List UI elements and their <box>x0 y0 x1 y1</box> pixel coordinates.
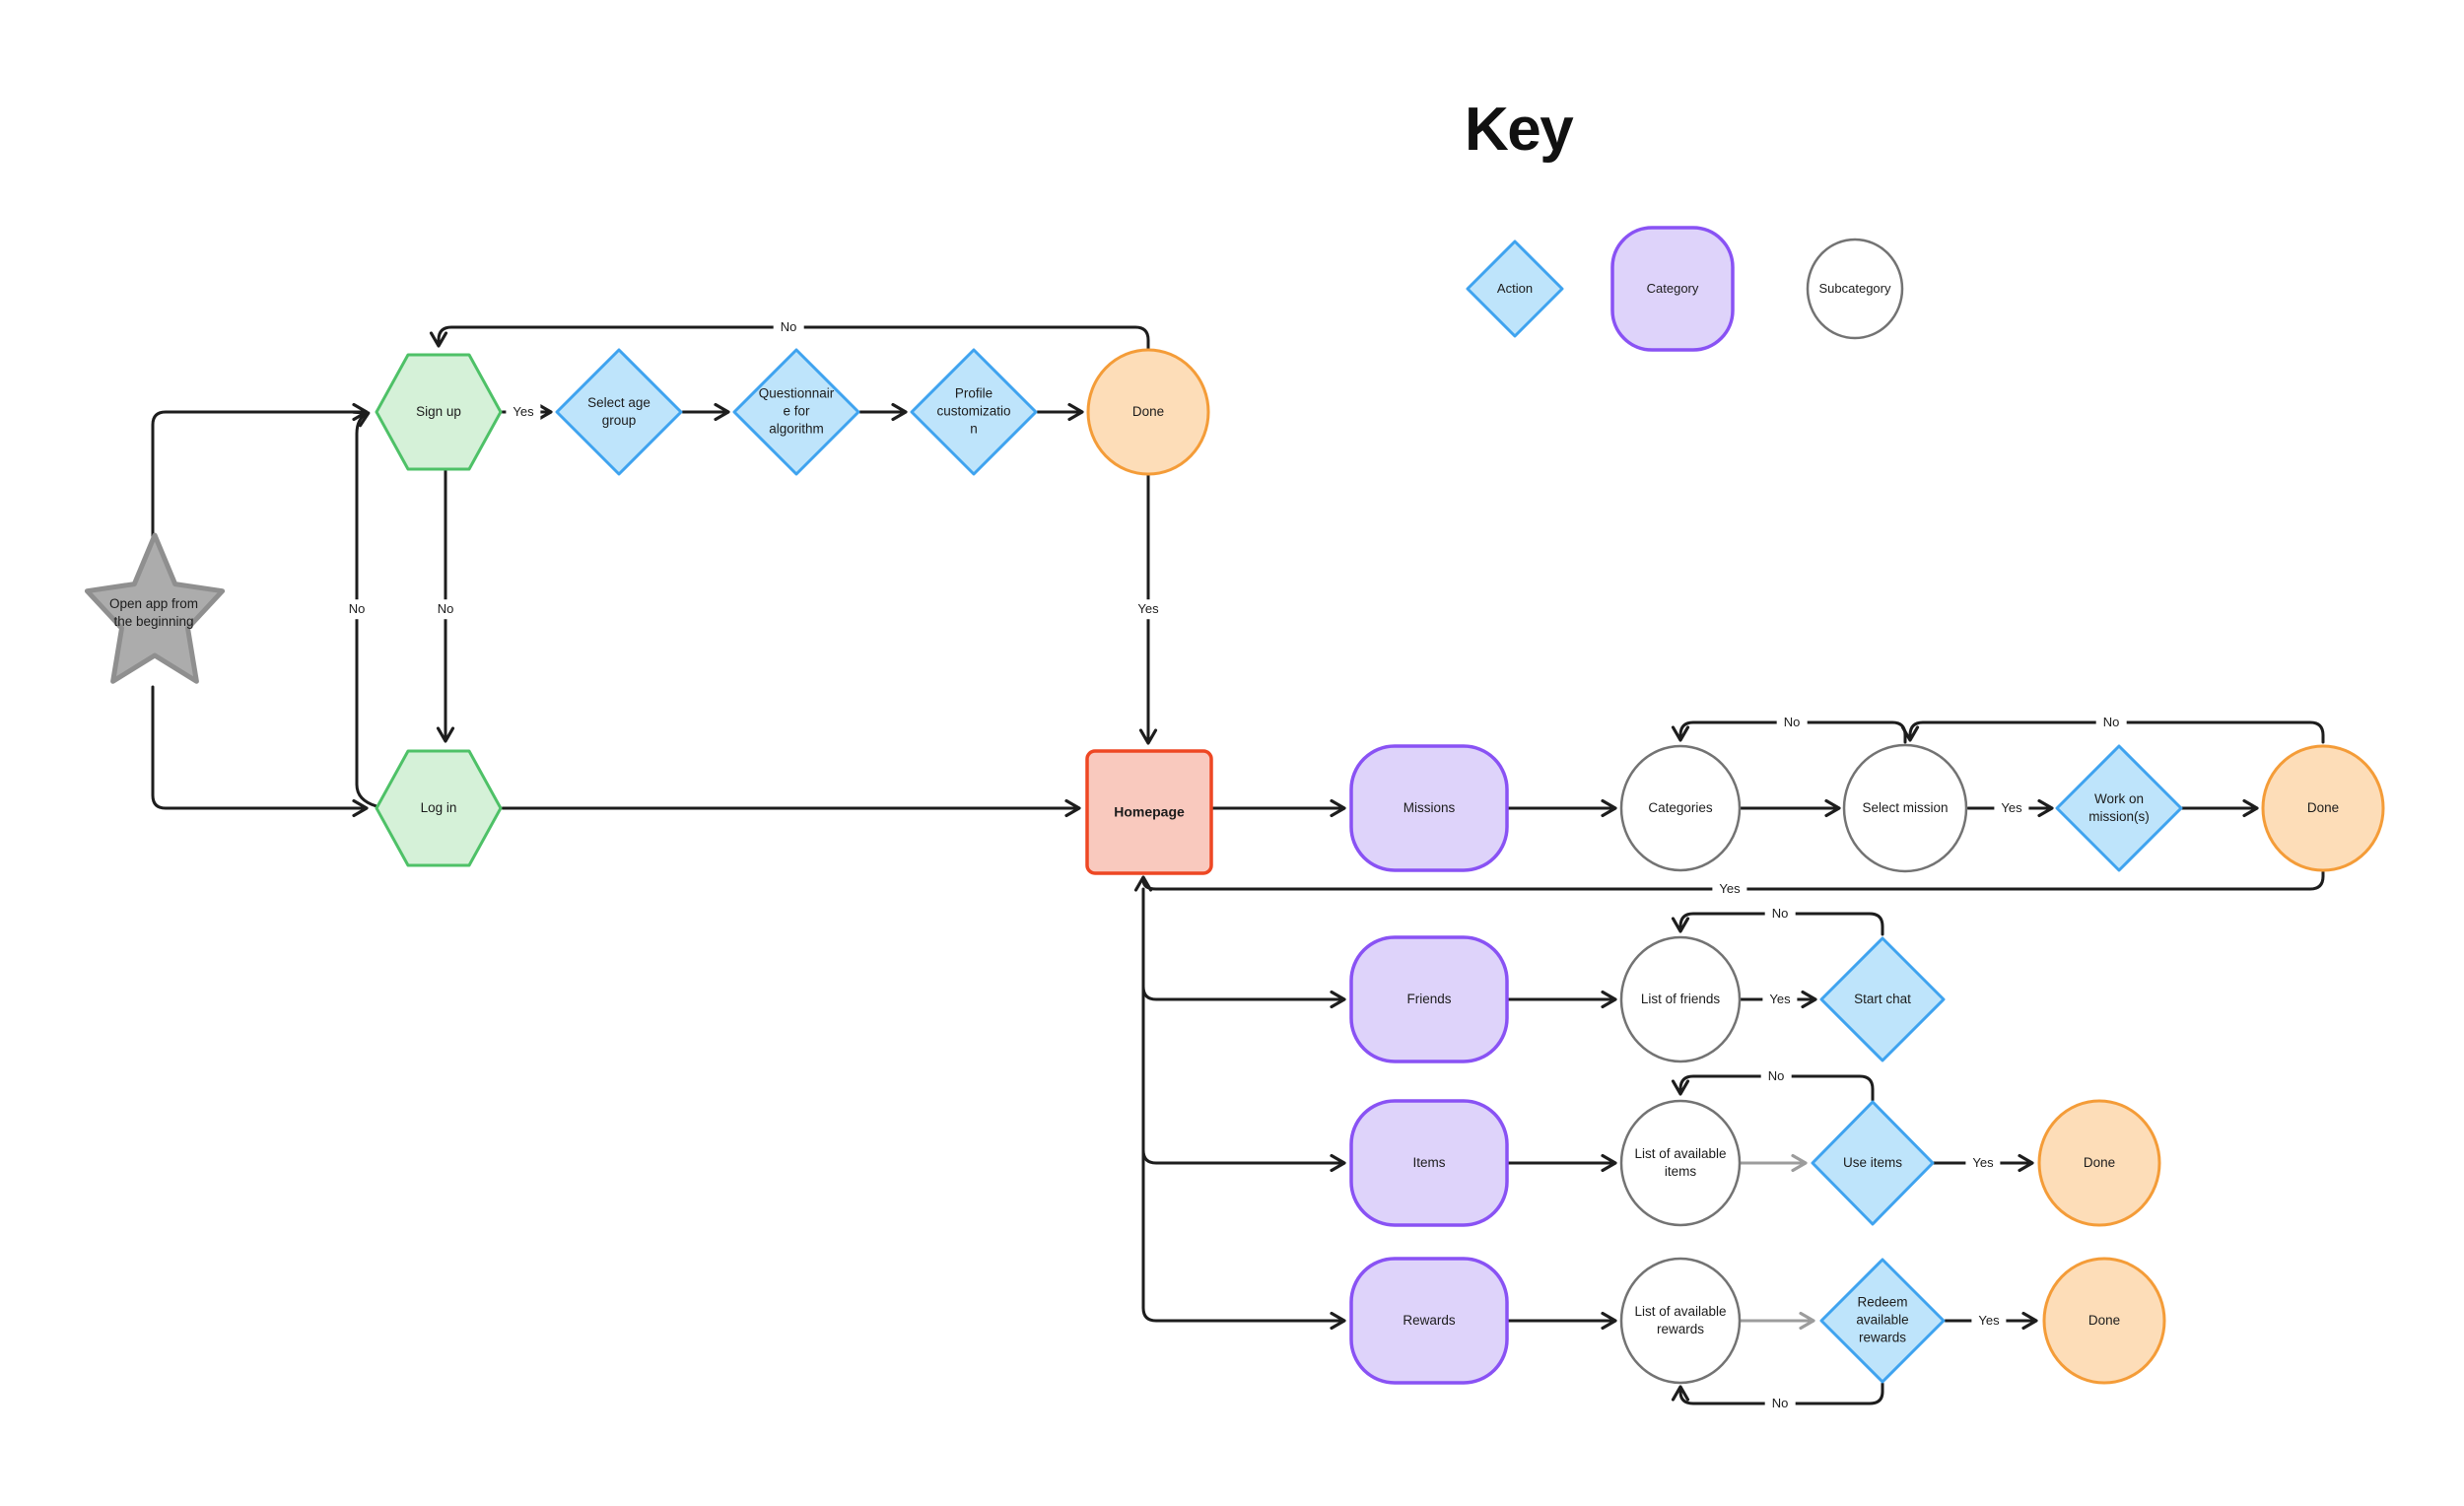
node-friends[interactable] <box>1349 935 1509 1063</box>
edges-layer <box>151 325 2325 1405</box>
node-open-app[interactable] <box>84 532 226 684</box>
node-profile-customization[interactable] <box>910 348 1038 476</box>
edge-star-to-signup <box>151 402 369 545</box>
node-work-on-missions[interactable] <box>2055 744 2183 872</box>
edge-selectmission-to-categories-no <box>1671 720 1907 744</box>
edge-startchat-to-list-no <box>1671 912 1884 936</box>
node-done-rewards[interactable] <box>2042 1257 2166 1385</box>
node-questionnaire[interactable] <box>732 348 860 476</box>
node-done-signup[interactable] <box>1086 348 1210 476</box>
node-redeem-available-rewards[interactable] <box>1819 1258 1946 1384</box>
node-done-items[interactable] <box>2037 1099 2161 1227</box>
node-rewards[interactable] <box>1349 1257 1509 1385</box>
node-categories[interactable] <box>1619 744 1742 872</box>
node-done-missions[interactable] <box>2261 744 2385 872</box>
node-select-mission[interactable] <box>1842 743 1968 873</box>
node-sign-up[interactable] <box>375 353 503 471</box>
node-items[interactable] <box>1349 1099 1509 1227</box>
node-select-age-group[interactable] <box>555 348 683 476</box>
edge-donemissions-to-selectmission-no <box>1900 720 2325 744</box>
key-category-shape <box>1610 226 1735 352</box>
node-list-of-friends[interactable] <box>1619 935 1742 1063</box>
key-title: Key <box>1465 96 1574 164</box>
edge-star-to-login <box>151 685 369 818</box>
node-missions[interactable] <box>1349 744 1509 872</box>
edge-homepage-trunk-to-rewards <box>1141 887 1346 1331</box>
node-use-items[interactable] <box>1811 1100 1935 1226</box>
edge-useitems-to-list-no <box>1671 1074 1875 1102</box>
edge-trunk-to-items <box>1141 1148 1346 1173</box>
key-action-diamond <box>1466 240 1564 338</box>
edge-donemissions-to-homepage-yes <box>1133 870 2325 892</box>
node-homepage[interactable] <box>1085 749 1213 875</box>
edge-redeem-to-list-no <box>1671 1382 1884 1405</box>
edge-login-to-signup <box>352 410 378 808</box>
key-subcategory-circle <box>1806 238 1904 340</box>
edge-trunk-to-friends <box>1141 985 1346 1009</box>
node-list-of-available-rewards[interactable] <box>1619 1257 1742 1385</box>
edge-done-to-signup-no <box>429 325 1150 351</box>
node-log-in[interactable] <box>375 749 503 867</box>
node-list-of-available-items[interactable] <box>1619 1099 1742 1227</box>
node-start-chat[interactable] <box>1819 936 1946 1062</box>
nodes-layer <box>84 226 2385 1385</box>
